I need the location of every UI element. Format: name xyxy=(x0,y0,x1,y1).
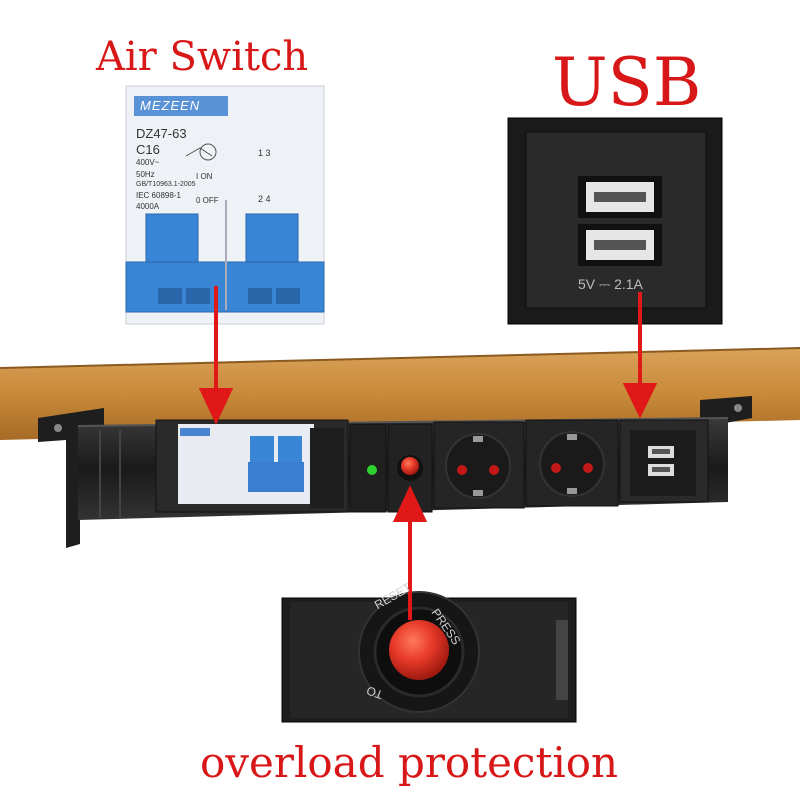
breaker-capacity: 4000A xyxy=(136,202,160,211)
breaker-standard-1: GB/T10963.1-2005 xyxy=(136,181,196,188)
schuko-socket-1 xyxy=(433,421,525,509)
breaker-pole-top: 1 3 xyxy=(258,148,271,158)
arrow-to-reset xyxy=(392,485,428,620)
breaker-off-label: 0 OFF xyxy=(196,196,219,205)
usb-closeup xyxy=(507,117,723,325)
usb-output-rating: 5V ⎓ 2.1A xyxy=(578,276,643,292)
usb-label: USB xyxy=(552,44,702,121)
arrow-to-breaker xyxy=(198,286,234,425)
usb-module-in-rail xyxy=(619,419,709,503)
breaker-model: DZ47-63 xyxy=(136,126,187,141)
led-module xyxy=(349,423,387,513)
breaker-closeup xyxy=(125,85,325,325)
air-switch-label: Air Switch xyxy=(96,34,309,80)
overload-protection-label: overload protection xyxy=(200,738,619,787)
schuko-socket-2 xyxy=(525,419,619,507)
breaker-voltage: 400V~ xyxy=(136,158,160,167)
breaker-brand: MEZEEN xyxy=(140,98,201,113)
wooden-desk xyxy=(0,347,800,440)
breaker-on-label: I ON xyxy=(196,172,213,181)
breaker-rating: C16 xyxy=(136,142,160,157)
reset-closeup xyxy=(281,591,577,723)
breaker-module xyxy=(155,419,349,513)
breaker-pole-bottom: 2 4 xyxy=(258,194,271,204)
left-bracket-icon xyxy=(38,408,104,548)
breaker-standard-2: IEC 60898-1 xyxy=(136,191,181,200)
arrow-to-usb xyxy=(622,292,658,419)
breaker-frequency: 50Hz xyxy=(136,170,155,179)
